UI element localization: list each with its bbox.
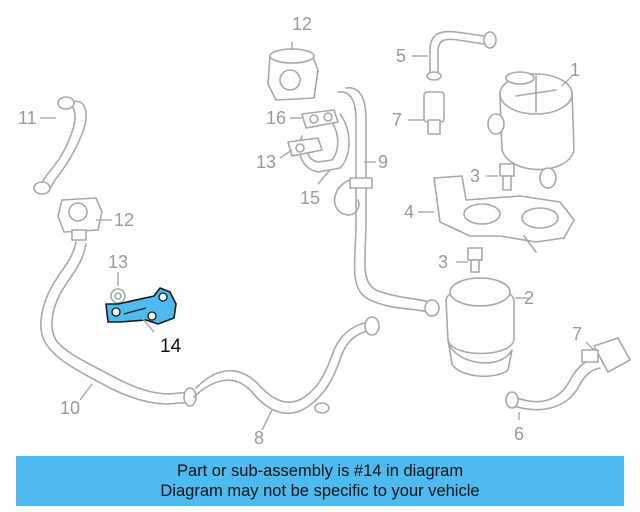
part-7-valve-top — [423, 91, 445, 135]
callout-6: 6 — [514, 424, 524, 444]
callout-13-top: 13 — [256, 152, 276, 172]
callout-8: 8 — [254, 428, 264, 448]
part-13-gasket-top — [287, 137, 323, 157]
part-3-bolt-top — [499, 163, 515, 191]
part-1-air-pump — [487, 71, 575, 189]
part-9-hose — [337, 87, 440, 317]
callout-1: 1 — [570, 60, 580, 80]
part-12-valve-left — [57, 197, 103, 241]
callout-16: 16 — [266, 108, 286, 128]
callout-7-right: 7 — [572, 324, 582, 344]
part-11-hose — [33, 96, 87, 195]
part-3-bolt-lower — [467, 247, 483, 273]
part-14-highlighted-gasket — [105, 287, 177, 325]
callout-4: 4 — [404, 202, 414, 222]
callout-2: 2 — [524, 288, 534, 308]
part-8-hose — [193, 316, 380, 414]
part-5-hose — [426, 30, 497, 81]
callout-11: 11 — [18, 108, 37, 128]
part-13-gasket-lower — [110, 288, 126, 304]
callout-15: 15 — [300, 188, 320, 208]
info-banner: Part or sub-assembly is #14 in diagram D… — [16, 456, 624, 506]
callout-5: 5 — [396, 46, 406, 66]
part-7-valve-right — [581, 337, 631, 373]
callout-10: 10 — [60, 398, 80, 418]
part-12-valve-top — [267, 48, 319, 101]
part-4-bracket — [433, 175, 575, 253]
callout-12-top: 12 — [292, 14, 312, 34]
part-10-hose — [40, 241, 197, 407]
banner-line-1: Part or sub-assembly is #14 in diagram — [176, 462, 464, 480]
callout-3-top: 3 — [470, 166, 480, 186]
part-16-gasket — [301, 109, 339, 129]
callout-7-top: 7 — [392, 110, 402, 130]
callout-leaders — [40, 42, 595, 431]
callout-labels: 1 2 3 3 4 5 6 7 7 8 9 10 11 12 12 13 13 … — [18, 14, 582, 448]
part-6-hose — [505, 357, 601, 411]
callout-14: 14 — [160, 336, 182, 357]
callout-12-left: 12 — [114, 210, 134, 230]
callout-13-lower: 13 — [108, 252, 128, 272]
parts-diagram: 1 2 3 3 4 5 6 7 7 8 9 10 11 12 12 13 13 … — [18, 14, 631, 448]
callout-9: 9 — [378, 152, 388, 172]
banner-line-2: Diagram may not be specific to your vehi… — [160, 482, 480, 500]
callout-3-lower: 3 — [438, 252, 448, 272]
part-2-air-pump — [445, 277, 515, 378]
